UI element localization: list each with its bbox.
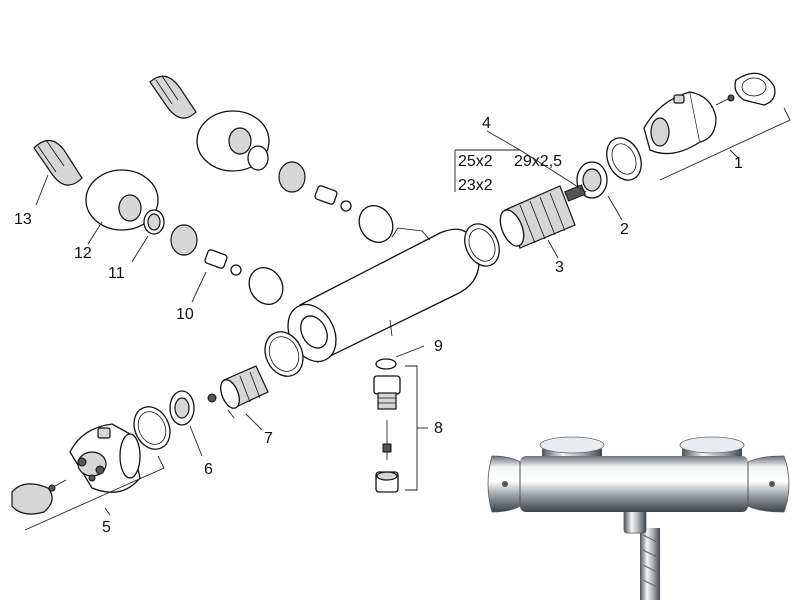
callout-12: 12 [74, 245, 92, 262]
part-11-filter [143, 209, 165, 235]
callout-numbers: 1 2 3 4 5 6 7 8 9 10 11 12 13 [14, 115, 743, 536]
part-8-outlet-assembly [373, 365, 428, 493]
part-6-nut [169, 390, 217, 426]
part-9-o-ring [375, 358, 397, 370]
valve-body [287, 227, 480, 363]
callout-3: 3 [555, 259, 564, 276]
size-label-29x2-5: 29x2,5 [514, 153, 562, 170]
part-3-cartridge [499, 184, 586, 249]
rear-inlet-group [149, 75, 394, 243]
product-photo [487, 436, 790, 600]
size-label-23x2: 23x2 [458, 177, 493, 194]
part-7-cartridge [220, 365, 269, 419]
o-ring-right [464, 223, 500, 267]
callout-11: 11 [108, 265, 125, 282]
part-13-inlet-elbow [33, 139, 83, 186]
callout-2: 2 [620, 221, 629, 238]
o-ring-left [133, 331, 304, 450]
callout-1: 1 [734, 155, 743, 172]
callout-6: 6 [204, 461, 213, 478]
cartridge-size-labels: 25x2 29x2,5 23x2 [458, 153, 562, 194]
part-2-nut [576, 137, 642, 199]
callout-4: 4 [482, 115, 491, 132]
part-10-connector [170, 224, 284, 305]
part-5-handle-assembly [11, 423, 141, 515]
part-12-wall-rosette [85, 169, 159, 231]
callout-5: 5 [102, 519, 111, 536]
callout-8: 8 [434, 420, 443, 437]
part-1-handle-assembly [643, 72, 776, 155]
leader-lines [24, 107, 791, 531]
callout-13: 13 [14, 211, 32, 228]
part-4-size-frame [454, 130, 587, 193]
size-label-25x2: 25x2 [458, 153, 493, 170]
callout-10: 10 [176, 306, 194, 323]
callout-7: 7 [264, 430, 273, 447]
callout-9: 9 [434, 338, 443, 355]
